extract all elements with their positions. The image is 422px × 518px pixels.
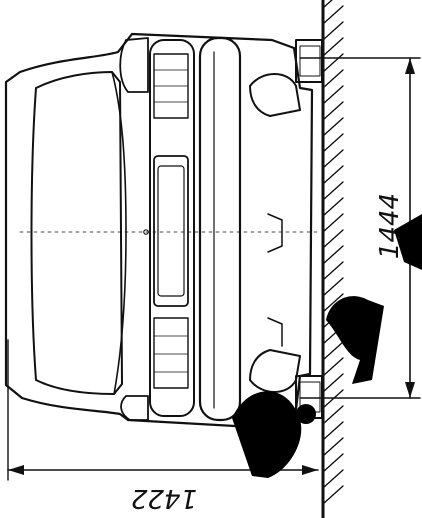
ground-hatching bbox=[322, 0, 344, 505]
hatch-mark bbox=[322, 0, 333, 9]
watermark bbox=[232, 214, 422, 478]
hatch-mark bbox=[322, 485, 344, 505]
ground-wall bbox=[321, 0, 344, 518]
hatch-mark bbox=[322, 261, 344, 281]
hatch-mark bbox=[322, 453, 344, 473]
hatch-mark bbox=[322, 405, 344, 425]
hatch-mark bbox=[322, 213, 344, 233]
hatch-mark bbox=[322, 277, 344, 297]
hatch-mark bbox=[322, 437, 344, 457]
hatch-mark bbox=[322, 341, 344, 361]
hatch-mark bbox=[322, 421, 344, 441]
hatch-mark bbox=[322, 165, 344, 185]
hatch-mark bbox=[322, 197, 344, 217]
hatch-mark bbox=[322, 37, 344, 57]
hatch-mark bbox=[322, 21, 344, 41]
hatch-mark bbox=[322, 101, 344, 121]
hatch-mark bbox=[322, 389, 344, 409]
hatch-mark bbox=[322, 469, 344, 489]
hatch-mark bbox=[322, 117, 344, 137]
hatch-mark bbox=[322, 5, 344, 25]
hatch-mark bbox=[322, 245, 344, 265]
hatch-mark bbox=[322, 85, 344, 105]
hatch-mark bbox=[322, 149, 344, 169]
hatch-mark bbox=[322, 293, 344, 313]
headlamp-upper bbox=[153, 53, 189, 119]
headlamp-lower bbox=[153, 317, 189, 389]
width-dimension-label: 1422 bbox=[131, 483, 197, 513]
hatch-mark bbox=[322, 53, 344, 73]
hatch-mark bbox=[322, 133, 344, 153]
hatch-mark bbox=[322, 229, 344, 249]
hatch-mark bbox=[322, 373, 344, 393]
vehicle-body bbox=[4, 32, 321, 430]
hatch-mark bbox=[322, 357, 344, 377]
hatch-mark bbox=[322, 181, 344, 201]
hatch-mark bbox=[322, 69, 344, 89]
